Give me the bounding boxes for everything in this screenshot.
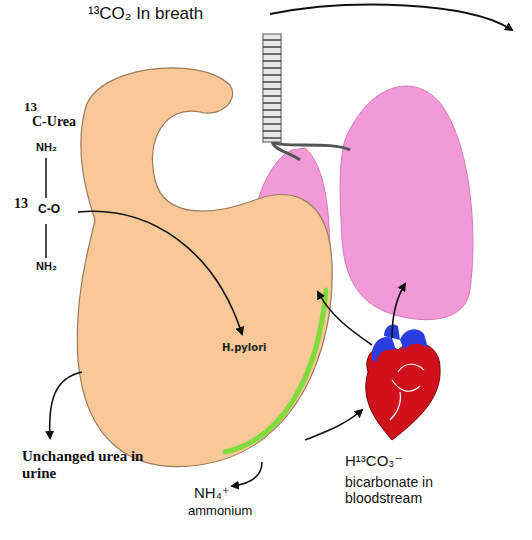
heart xyxy=(366,324,440,440)
carbonyl-group: C-O xyxy=(38,203,60,217)
bacterium-label: H.pylori xyxy=(222,342,267,353)
bronchi xyxy=(272,140,350,160)
urine-arrow xyxy=(50,372,82,438)
lung-arrow xyxy=(318,292,372,345)
amine-group: NH₂ xyxy=(36,260,57,273)
urine-label: Unchanged urea in urine xyxy=(22,448,147,483)
amine-group: NH₂ xyxy=(36,141,57,154)
stomach: H.pylori xyxy=(40,50,340,480)
bond xyxy=(45,224,47,258)
isotope-number: 13 xyxy=(14,196,28,212)
breath-arrow xyxy=(270,5,512,30)
isotope-number: 13 xyxy=(24,100,37,115)
trachea-rings xyxy=(263,40,281,138)
ammonium-formula: NH₄⁺ xyxy=(194,484,230,501)
lung-arrow xyxy=(392,284,405,338)
compound-name: C-Urea xyxy=(32,114,76,130)
breath-label: ¹³CO₂ In breath xyxy=(88,4,203,24)
right-lung xyxy=(340,86,473,320)
bicarbonate-formula: H¹³CO₃⁻ xyxy=(345,452,402,469)
bicarbonate-label: bicarbonate in bloodstream xyxy=(345,474,470,506)
trachea xyxy=(263,34,281,142)
ammonium-arrow xyxy=(232,462,262,486)
blood-arrow xyxy=(305,410,362,440)
bond xyxy=(45,158,47,198)
stomach-outline xyxy=(40,50,340,480)
ammonium-label: ammonium xyxy=(188,504,252,519)
urea-arrow xyxy=(78,211,242,334)
